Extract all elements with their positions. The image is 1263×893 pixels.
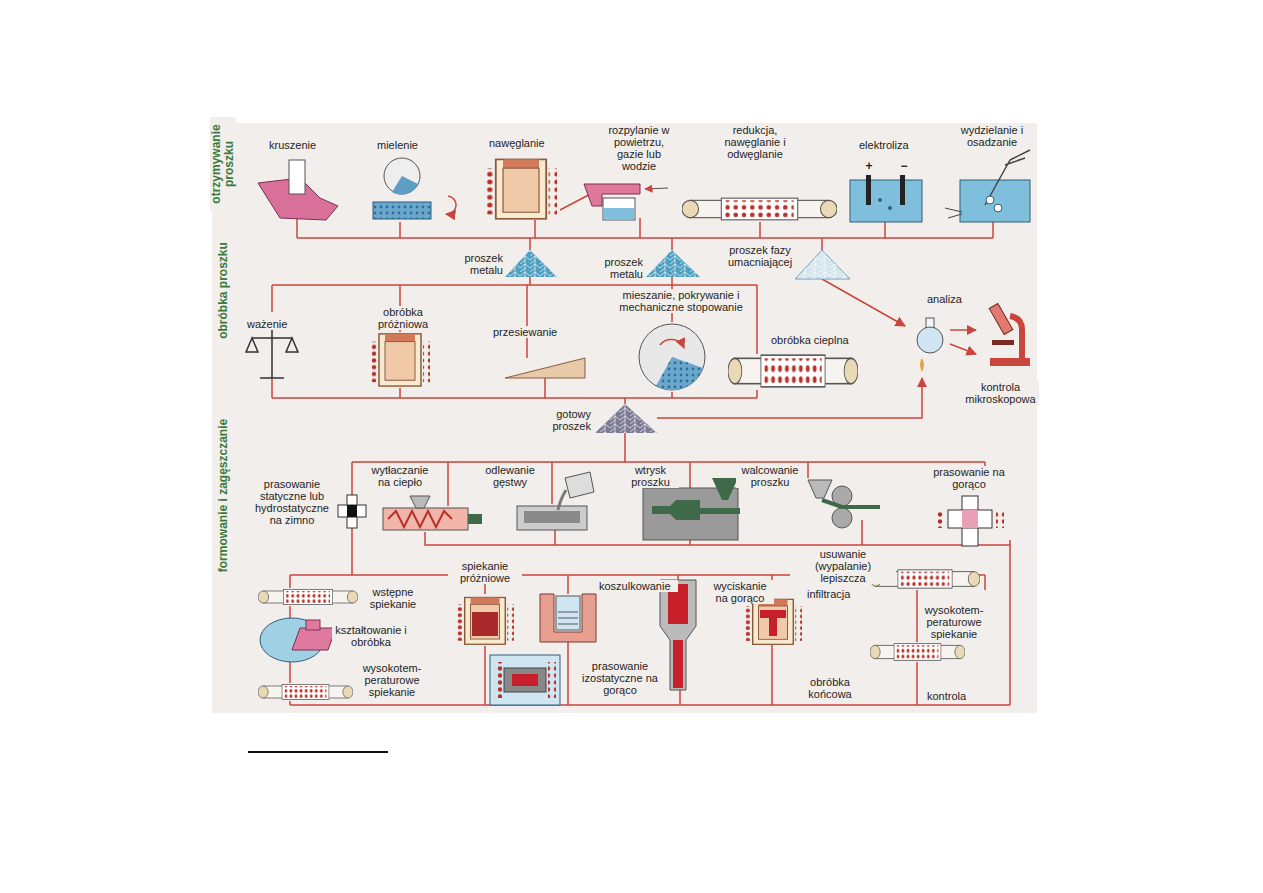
process-label: prasowanie izostatyczne na gorąco (580, 660, 660, 696)
infiltration-icon (744, 599, 802, 644)
process-label: wysokotem- peraturowe spiekanie (920, 604, 988, 640)
extrusion-icon (383, 496, 482, 530)
high-temperature-furnace-icon (870, 644, 965, 661)
process-label: kruszenie (268, 139, 330, 151)
process-label: kontrola mikroskopowa (962, 381, 1039, 405)
polarity-sign: + (863, 160, 875, 172)
scale-icon (246, 326, 298, 378)
process-label: redukcja, nawęglanie i odwęglanie (712, 124, 798, 160)
polarity-sign: − (898, 160, 910, 172)
cold-press-icon (338, 495, 366, 528)
process-label: mieszanie, pokrywanie i mechaniczne stop… (612, 289, 750, 313)
process-label: wydzielanie i osadzanie (955, 124, 1029, 148)
process-label: kształtowanie i obróbka (332, 624, 410, 648)
hot-press-icon (936, 496, 1004, 546)
atomizer-icon (584, 184, 668, 220)
microscope-icon (989, 304, 1030, 366)
powder-rolling-icon (808, 480, 880, 528)
heat-treatment-furnace-icon (728, 355, 858, 387)
process-label: wysokotem- peraturowe spiekanie (358, 662, 426, 698)
process-label: walcowanie proszku (736, 464, 804, 488)
process-label: przesiewanie (492, 326, 564, 338)
process-label: proszek metalu (452, 252, 504, 276)
process-label: wstępne spiekanie (364, 586, 422, 610)
electrolysis-icon (850, 175, 922, 222)
process-label: proszek fazy umacniającej (724, 244, 796, 268)
process-label: kontrola (926, 690, 978, 702)
process-label: gotowy proszek (540, 408, 592, 432)
mill-icon (373, 158, 456, 219)
machining-icon (260, 618, 336, 662)
process-label: odlewanie gęstwy (478, 464, 542, 488)
process-label: analiza (926, 293, 978, 305)
section-heading: obróbka proszku (217, 235, 230, 347)
reduction-furnace-icon (682, 198, 837, 220)
process-label: spiekanie próżniowe (448, 560, 522, 584)
footnote-rule (248, 751, 388, 753)
section-heading: formowanie i zagęszczanie (217, 395, 230, 597)
presintering-furnace-icon (258, 590, 358, 605)
flow-lines (272, 218, 1010, 705)
hot-extrusion-icon (660, 580, 696, 690)
diagram-ground (212, 123, 1037, 713)
canning-icon (540, 594, 596, 642)
crusher-icon (258, 160, 338, 220)
sintering-furnace-icon (258, 685, 353, 700)
mixer-icon (639, 324, 705, 390)
process-label: wtrysk proszku (622, 464, 679, 488)
process-label: rozpylanie w powietrzu, gazie lub wodzie (606, 124, 672, 172)
process-label: prasowanie na gorąco (932, 466, 1006, 490)
process-label: obróbka końcowa (800, 676, 860, 700)
process-label: koszulkowanie (598, 580, 678, 592)
process-label: obróbka cieplna (770, 334, 862, 346)
deposition-icon (945, 150, 1030, 222)
process-label: infiltracja (806, 588, 864, 600)
process-label: proszek metalu (592, 256, 644, 280)
sieve-icon (505, 358, 585, 378)
process-label: wyciskanie na gorąco (706, 580, 774, 604)
section-heading: otrzymywanie proszku (210, 117, 236, 211)
process-label: elektroliza (858, 139, 922, 151)
process-label: nawęglanie (488, 137, 560, 149)
process-label: wytłaczanie na ciepło (366, 464, 434, 488)
process-label: ważenie (246, 318, 298, 330)
process-label: prasowanie statyczne lub hydrostatyczne … (252, 478, 332, 526)
vacuum-furnace-icon (370, 334, 430, 386)
process-label: obróbka próżniowa (372, 306, 434, 330)
flask-icon (917, 318, 943, 372)
process-label: mielenie (376, 139, 433, 151)
vacuum-sintering-icon (456, 597, 514, 644)
process-label: usuwanie (wypalanie) lepiszcza (790, 548, 896, 584)
furnace-icon (485, 159, 557, 218)
hip-icon (490, 655, 560, 705)
